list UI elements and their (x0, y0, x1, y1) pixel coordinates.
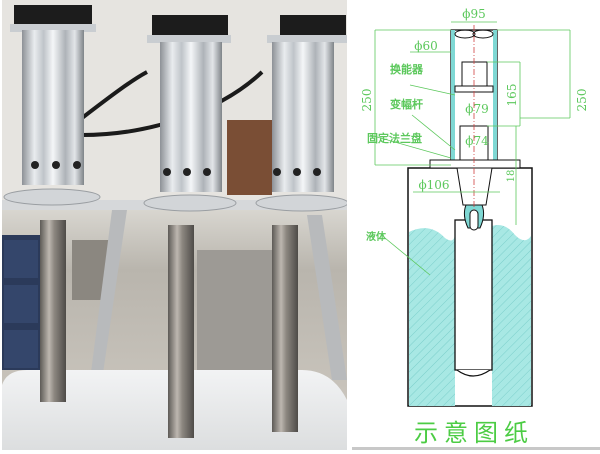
label-flange: 固定法兰盘 (367, 131, 422, 145)
diagram-caption: 示意图纸 (414, 419, 534, 447)
schematic-svg: ϕ95 ϕ60 ϕ79 ϕ74 ϕ106 250 250 165 18 换能器 … (360, 7, 589, 447)
bottom-divider (352, 447, 600, 450)
photo-illustration (2, 0, 347, 450)
transducer-unit-3 (255, 15, 347, 435)
dim-top-diameter: ϕ95 (462, 7, 485, 21)
equipment-photo (2, 0, 347, 450)
label-liquid: 液体 (366, 230, 387, 243)
dim-inner-diameter: ϕ60 (414, 39, 437, 53)
dim-transducer-height: 165 (505, 84, 519, 107)
dim-flange-offset: 18 (506, 170, 517, 183)
dim-height-left: 250 (360, 89, 374, 112)
liquid-right (492, 225, 531, 406)
transducer-body (461, 61, 488, 89)
dim-horn-diameter-1: ϕ79 (465, 102, 488, 116)
dimension-lines (369, 21, 571, 276)
schematic-diagram: ϕ95 ϕ60 ϕ79 ϕ74 ϕ106 250 250 165 18 换能器 … (350, 0, 600, 450)
dim-horn-diameter-2: ϕ74 (465, 134, 489, 148)
dim-flange-diameter: ϕ106 (418, 178, 449, 192)
horn-rod (454, 219, 493, 371)
dim-height-right: 250 (575, 89, 589, 112)
liquid-left (409, 228, 455, 406)
label-horn: 变幅杆 (390, 97, 423, 111)
label-transducer: 换能器 (390, 62, 424, 76)
